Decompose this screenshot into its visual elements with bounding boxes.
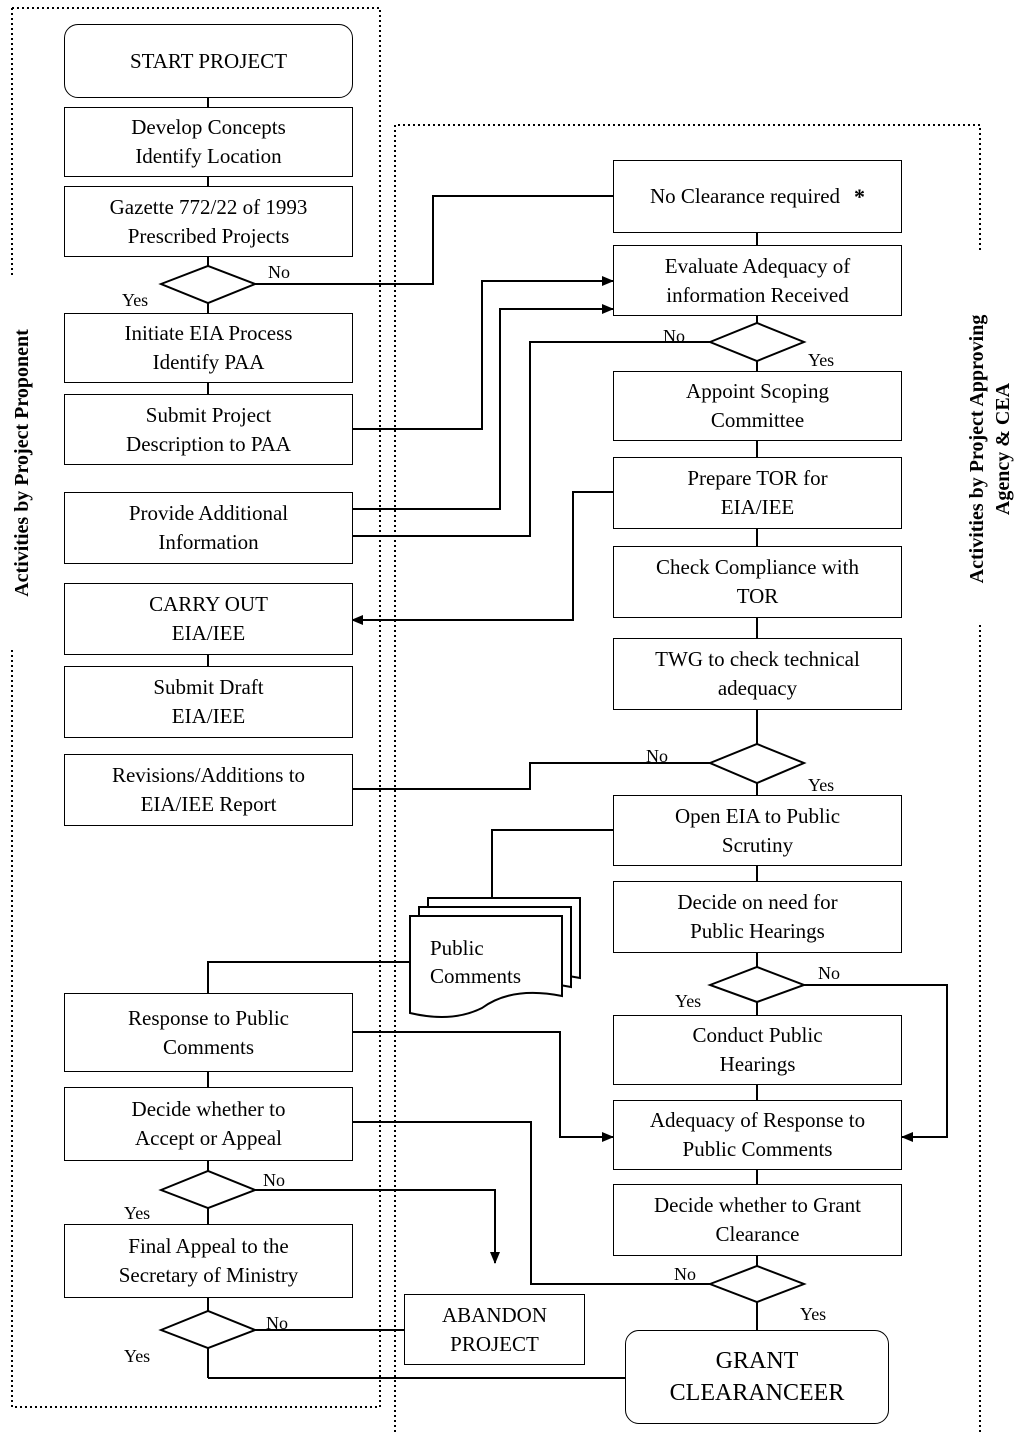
- appeal-no-label: No: [263, 1170, 285, 1190]
- evaluate-yes-label: Yes: [808, 350, 835, 370]
- twg-yes-label: Yes: [808, 775, 835, 795]
- grant-yes-label: Yes: [800, 1304, 827, 1324]
- twg-no-label: No: [646, 746, 668, 766]
- grant-decision-diamond: [707, 1264, 807, 1304]
- appeal-yes-label: Yes: [124, 1203, 151, 1223]
- left-lane-title: Activities by Project Proponent: [11, 329, 33, 597]
- start-project-box: START PROJECT: [64, 24, 353, 98]
- final-appeal-decision-diamond: [158, 1309, 258, 1350]
- evaluate-no-label: No: [663, 326, 685, 346]
- left-lane-border: [11, 7, 381, 1408]
- public-comments-document-icon: [409, 897, 581, 1018]
- gazette-decision-diamond: [158, 264, 258, 305]
- gazette-no-label: No: [268, 262, 290, 282]
- appeal-decision-diamond: [158, 1169, 258, 1210]
- gazette-yes-label: Yes: [122, 290, 149, 310]
- no-clearance-box: No Clearance required*: [613, 160, 902, 233]
- right-lane-title: Activities by Project Approving Agency &…: [966, 314, 1014, 584]
- grant-no-label: No: [674, 1264, 696, 1284]
- twg-decision-diamond: [707, 742, 807, 785]
- hearings-no-label: No: [818, 963, 840, 983]
- hearings-yes-label: Yes: [675, 991, 702, 1011]
- final-appeal-yes-label: Yes: [124, 1346, 151, 1366]
- evaluate-decision-diamond: [707, 321, 807, 363]
- hearings-decision-diamond: [707, 965, 807, 1004]
- final-appeal-no-label: No: [266, 1313, 288, 1333]
- asterisk-note: *: [854, 184, 866, 209]
